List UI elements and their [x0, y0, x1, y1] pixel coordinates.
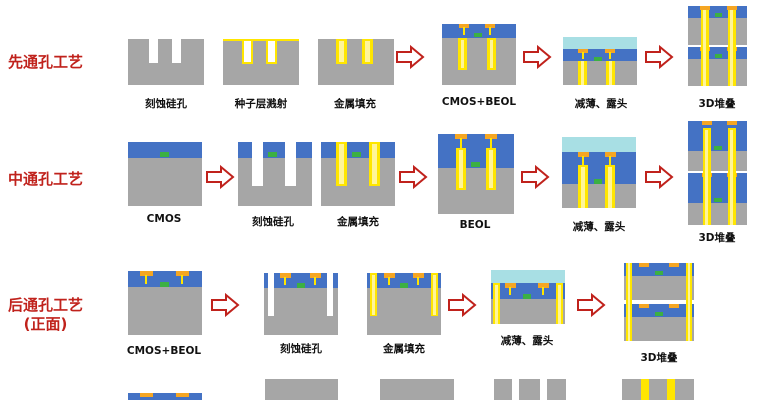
r1-etch-tsv-wafer	[128, 39, 204, 85]
r4-partial-wafer-4	[494, 379, 566, 400]
r4-partial-wafer-2	[265, 379, 338, 400]
caption-beol-r2: BEOL	[459, 219, 491, 231]
r4-partial-wafer-1	[128, 393, 202, 400]
caption-etch-tsv-r1: 刻蚀硅孔	[145, 98, 187, 110]
r4-partial-wafer-3	[380, 379, 454, 400]
r2-3d-stack	[688, 121, 747, 225]
caption-etch-tsv-r2: 刻蚀硅孔	[252, 216, 294, 228]
caption-cmos-beol-r3: CMOS+BEOL	[126, 345, 202, 357]
r3-metal-fill-wafer	[367, 273, 441, 335]
caption-3d-stack-r1: 3D堆叠	[698, 98, 736, 110]
r1-3d-stack	[688, 6, 747, 86]
r3-etch-tsv-wafer	[264, 273, 338, 335]
r2-arrow-2	[399, 166, 427, 188]
r3-arrow-1	[211, 294, 239, 316]
caption-thin-reveal-r3: 减薄、露头	[500, 335, 554, 347]
r4-partial-wafer-5	[622, 379, 694, 400]
r2-beol-wafer	[438, 134, 514, 214]
r3-thin-reveal-wafer	[491, 270, 565, 324]
r1-cmos-beol-wafer	[442, 24, 516, 85]
caption-metal-fill-r1: 金属填充	[334, 98, 376, 110]
r1-metal-fill-wafer	[318, 39, 394, 85]
r3-cmos-beol-wafer	[128, 271, 202, 335]
r2-metal-fill-wafer	[321, 142, 395, 206]
row-label-via-middle: 中通孔工艺	[8, 170, 84, 188]
r2-arrow-3	[521, 166, 549, 188]
caption-3d-stack-r2: 3D堆叠	[698, 232, 736, 244]
caption-cmos-beol-r1: CMOS+BEOL	[441, 96, 517, 108]
r1-arrow-2	[523, 46, 551, 68]
r1-thin-reveal-wafer	[563, 37, 637, 85]
r2-thin-reveal-wafer	[562, 137, 636, 208]
r2-arrow-1	[206, 166, 234, 188]
caption-etch-tsv-r3: 刻蚀硅孔	[280, 343, 322, 355]
r3-3d-stack	[624, 263, 694, 341]
caption-3d-stack-r3: 3D堆叠	[640, 352, 678, 364]
r1-arrow-3	[645, 46, 673, 68]
row-label-via-last-line2: (正面)	[23, 315, 68, 333]
caption-cmos-r2: CMOS	[146, 213, 182, 225]
r3-arrow-3	[577, 294, 605, 316]
caption-thin-reveal-r1: 减薄、露头	[574, 98, 628, 110]
r2-etch-tsv-wafer	[238, 142, 312, 206]
row-label-via-last: 后通孔工艺 (正面)	[8, 296, 83, 334]
r2-arrow-4	[645, 166, 673, 188]
r2-cmos-wafer	[128, 142, 202, 206]
r1-arrow-1	[396, 46, 424, 68]
caption-thin-reveal-r2: 减薄、露头	[572, 221, 626, 233]
r3-arrow-2	[448, 294, 476, 316]
row-label-via-last-line1: 后通孔工艺	[8, 296, 84, 314]
caption-metal-fill-r2: 金属填充	[337, 216, 379, 228]
r1-seed-layer-wafer	[223, 39, 299, 85]
caption-metal-fill-r3: 金属填充	[383, 343, 425, 355]
row-label-via-first: 先通孔工艺	[8, 53, 84, 71]
caption-seed-layer: 种子层溅射	[234, 98, 288, 110]
